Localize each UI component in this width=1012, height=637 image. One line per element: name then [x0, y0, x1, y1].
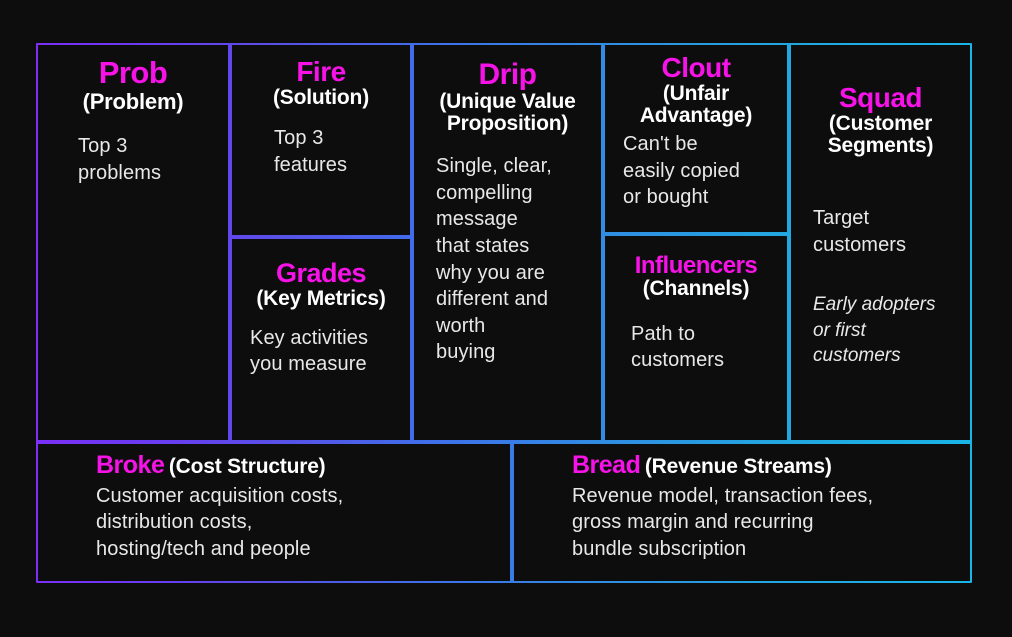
canvas-cell-channels[interactable]: Influencers (Channels) Path to customers	[605, 236, 787, 440]
body-line: Early adopters	[813, 294, 936, 316]
body-line: or bought	[623, 186, 709, 209]
cell-keyword-key-metrics: Grades	[275, 258, 367, 288]
body-line: Top 3	[78, 135, 128, 158]
body-line: why you are	[436, 261, 545, 284]
body-line: that states	[436, 235, 530, 258]
canvas-cell-revenue-streams[interactable]: Bread (Revenue Streams) Revenue model, t…	[514, 444, 970, 581]
cell-label-channels: (Channels)	[642, 277, 750, 301]
cell-label-unfair-advantage-line: Advantage)	[639, 103, 753, 127]
canvas-cell-problem[interactable]: Prob (Problem) Top 3 problems	[38, 45, 228, 440]
body-line: buying	[436, 341, 496, 364]
cell-body-italic-customer-segments: Early adopters or first customers	[801, 292, 960, 368]
cell-heading-customer-segments: Squad (Customer Segments)	[801, 83, 960, 157]
body-line: worth	[436, 314, 486, 337]
body-line: you measure	[250, 353, 367, 376]
body-line: different and	[436, 288, 549, 311]
cell-keyword-customer-segments: Squad	[838, 82, 923, 113]
lean-canvas: Prob (Problem) Top 3 problems Fire (Solu…	[36, 43, 972, 583]
body-line: distribution costs,	[96, 511, 253, 534]
cell-body-solution: Top 3 features	[242, 125, 400, 178]
cell-body-unfair-advantage: Can't be easily copied or bought	[615, 131, 777, 211]
cell-label-cost-structure: (Cost Structure)	[168, 455, 326, 478]
cell-label-uvp-line: (Unique Value	[439, 89, 576, 113]
cell-keyword-revenue-streams: Bread	[572, 451, 641, 479]
body-line: compelling	[436, 181, 533, 204]
body-line: Customer acquisition costs,	[96, 484, 344, 507]
body-line: Path to	[631, 322, 696, 345]
body-line: customers	[813, 233, 907, 256]
body-line: gross margin and recurring	[572, 511, 814, 534]
body-line: bundle subscription	[572, 537, 747, 560]
cell-heading-solution: Fire (Solution)	[242, 57, 400, 109]
cell-label-customer-segments-line: (Customer	[828, 111, 933, 135]
cell-heading-cost-structure: Broke (Cost Structure)	[96, 451, 510, 480]
body-line: problems	[78, 161, 162, 184]
cell-keyword-problem: Prob	[98, 55, 168, 90]
cell-label-unfair-advantage-line: (Unfair	[662, 81, 730, 105]
body-line: Single, clear,	[436, 155, 552, 178]
cell-body-key-metrics: Key activities you measure	[242, 325, 400, 378]
cell-heading-revenue-streams: Bread (Revenue Streams)	[572, 451, 970, 480]
cell-keyword-uvp: Drip	[478, 58, 538, 91]
cell-body-cost-structure: Customer acquisition costs, distribution…	[96, 483, 510, 563]
cell-keyword-cost-structure: Broke	[96, 451, 165, 479]
body-line: hosting/tech and people	[96, 537, 311, 560]
cell-keyword-unfair-advantage: Clout	[661, 52, 731, 83]
cell-body-uvp: Single, clear, compelling message that s…	[424, 153, 591, 366]
body-line: message	[436, 208, 518, 231]
body-line: Can't be	[623, 133, 698, 156]
body-line: or first	[813, 319, 866, 341]
body-line: features	[274, 153, 348, 176]
cell-body-revenue-streams: Revenue model, transaction fees, gross m…	[572, 483, 970, 563]
cell-body-customer-segments: Target customers	[801, 205, 960, 258]
canvas-cell-unique-value-proposition[interactable]: Drip (Unique Value Proposition) Single, …	[414, 45, 601, 440]
body-line: Target	[813, 207, 870, 230]
body-line: customers	[631, 349, 725, 372]
cell-label-uvp-line: Proposition)	[446, 112, 569, 136]
body-line: customers	[813, 344, 901, 366]
cell-body-problem: Top 3 problems	[48, 133, 218, 186]
cell-label-solution: (Solution)	[273, 85, 369, 109]
cell-heading-problem: Prob (Problem)	[48, 55, 218, 114]
cell-heading-unfair-advantage: Clout (Unfair Advantage)	[615, 53, 777, 127]
cell-body-channels: Path to customers	[615, 321, 777, 374]
body-line: Key activities	[250, 326, 369, 349]
cell-heading-key-metrics: Grades (Key Metrics)	[242, 259, 400, 310]
cell-keyword-channels: Influencers	[634, 252, 758, 279]
canvas-cell-solution[interactable]: Fire (Solution) Top 3 features	[232, 45, 410, 235]
cell-label-key-metrics: (Key Metrics)	[256, 286, 386, 310]
body-line: easily copied	[623, 159, 740, 182]
cell-label-problem: (Problem)	[82, 88, 184, 114]
cell-heading-channels: Influencers (Channels)	[615, 253, 777, 301]
canvas-cell-key-metrics[interactable]: Grades (Key Metrics) Key activities you …	[232, 239, 410, 440]
cell-heading-uvp: Drip (Unique Value Proposition)	[424, 59, 591, 135]
body-line: Revenue model, transaction fees,	[572, 484, 874, 507]
cell-label-revenue-streams: (Revenue Streams)	[644, 455, 832, 478]
canvas-cell-cost-structure[interactable]: Broke (Cost Structure) Customer acquisit…	[38, 444, 510, 581]
body-line: Top 3	[274, 126, 324, 149]
canvas-cell-customer-segments[interactable]: Squad (Customer Segments) Target custome…	[791, 45, 970, 440]
cell-label-customer-segments-line: Segments)	[827, 133, 934, 157]
cell-keyword-solution: Fire	[296, 56, 346, 87]
canvas-cell-unfair-advantage[interactable]: Clout (Unfair Advantage) Can't be easily…	[605, 45, 787, 232]
